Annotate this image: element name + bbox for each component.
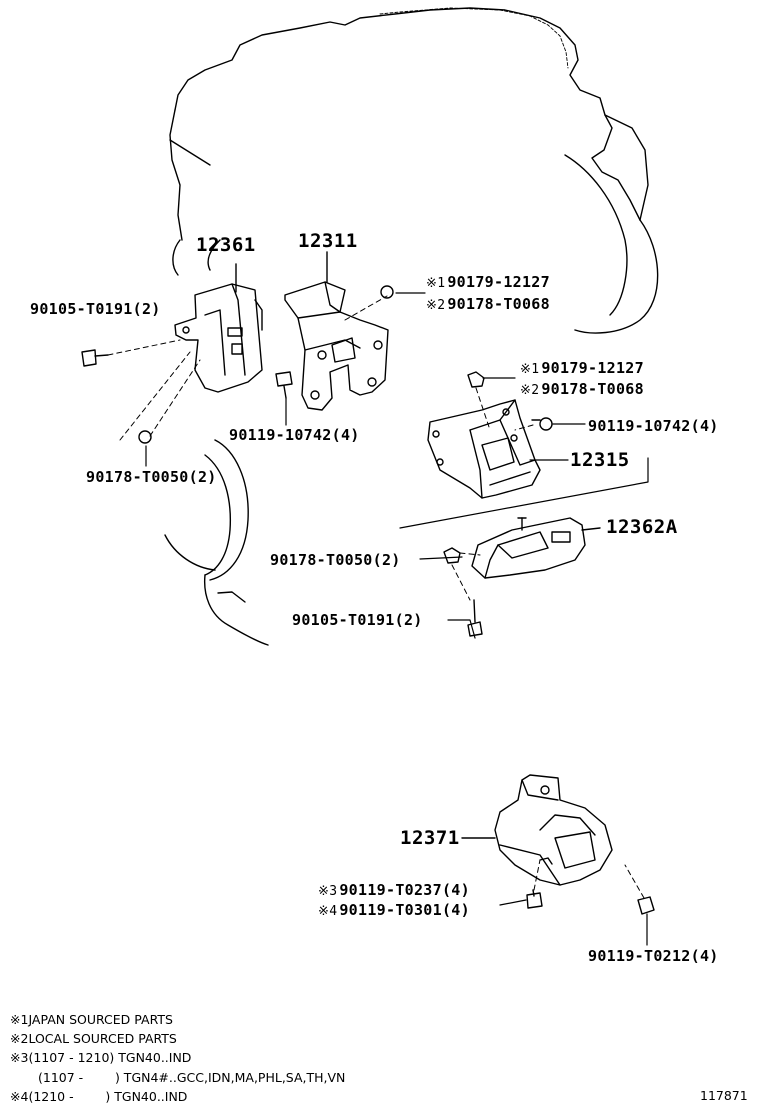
part-label-bolt-lower: 90105-T0191(2) — [292, 611, 423, 629]
part-label-12371: 12371 — [400, 827, 460, 849]
note-text: LOCAL SOURCED PARTS — [28, 1031, 177, 1046]
part-label-nut-lower: 90178-T0050(2) — [270, 551, 401, 569]
part-number: 90179-12127 — [447, 273, 550, 291]
transmission-outline — [164, 439, 269, 646]
mark-2: ※2 — [426, 298, 446, 313]
note-mark: ※3 — [10, 1050, 29, 1065]
footnote-3b: (1107 - ) TGN4#..GCC,IDN,MA,PHL,SA,TH,VN — [38, 1070, 346, 1085]
note-text: (1210 - ) TGN40..IND — [28, 1089, 188, 1104]
part-label-12362A: 12362A — [606, 516, 678, 538]
part-number: 90178-T0068 — [447, 295, 550, 313]
mark-3: ※3 — [318, 884, 338, 899]
note-mark: ※4 — [10, 1089, 29, 1104]
note-text: JAPAN SOURCED PARTS — [28, 1012, 173, 1027]
mark-2: ※2 — [520, 383, 540, 398]
part-label-12361: 12361 — [196, 234, 256, 256]
part-label-bolt-bottom-right: 90119-T0212(4) — [588, 947, 719, 965]
note-mark: ※2 — [10, 1031, 29, 1046]
part-label-bolt-mid: 90119-10742(4) — [229, 426, 360, 444]
footnote-4: ※4(1210 - ) TGN40..IND — [10, 1089, 187, 1104]
part-label-12315: 12315 — [570, 449, 630, 471]
figure-number: 117871 — [700, 1088, 748, 1103]
part-label-12311: 12311 — [298, 230, 358, 252]
note-text: (1107 - 1210) TGN40..IND — [28, 1050, 192, 1065]
leader-lines — [145, 292, 649, 946]
part-label-nut-left: 90178-T0050(2) — [86, 468, 217, 486]
mark-4: ※4 — [318, 904, 338, 919]
part-number: 90119-T0301(4) — [339, 901, 470, 919]
engine-block-outline — [169, 7, 659, 334]
part-number: 90179-12127 — [541, 359, 644, 377]
part-number: 90119-T0237(4) — [339, 881, 470, 899]
part-label-bolt-right: 90119-10742(4) — [588, 417, 719, 435]
mount-12371 — [461, 774, 613, 886]
fasteners — [81, 285, 655, 915]
mount-12361 — [174, 263, 263, 393]
footnote-1: ※1JAPAN SOURCED PARTS — [10, 1012, 173, 1027]
bracket-12311 — [284, 251, 389, 411]
mount-12362A — [471, 517, 601, 579]
note-mark: ※1 — [10, 1012, 29, 1027]
part-number: 90178-T0068 — [541, 380, 644, 398]
footnote-3: ※3(1107 - 1210) TGN40..IND — [10, 1050, 191, 1065]
footnote-2: ※2LOCAL SOURCED PARTS — [10, 1031, 177, 1046]
mark-1: ※1 — [520, 362, 540, 377]
bracket-12315 — [427, 399, 541, 499]
mark-1: ※1 — [426, 276, 446, 291]
part-label-bolt-left: 90105-T0191(2) — [30, 300, 161, 318]
dashed-leaders — [107, 295, 645, 899]
